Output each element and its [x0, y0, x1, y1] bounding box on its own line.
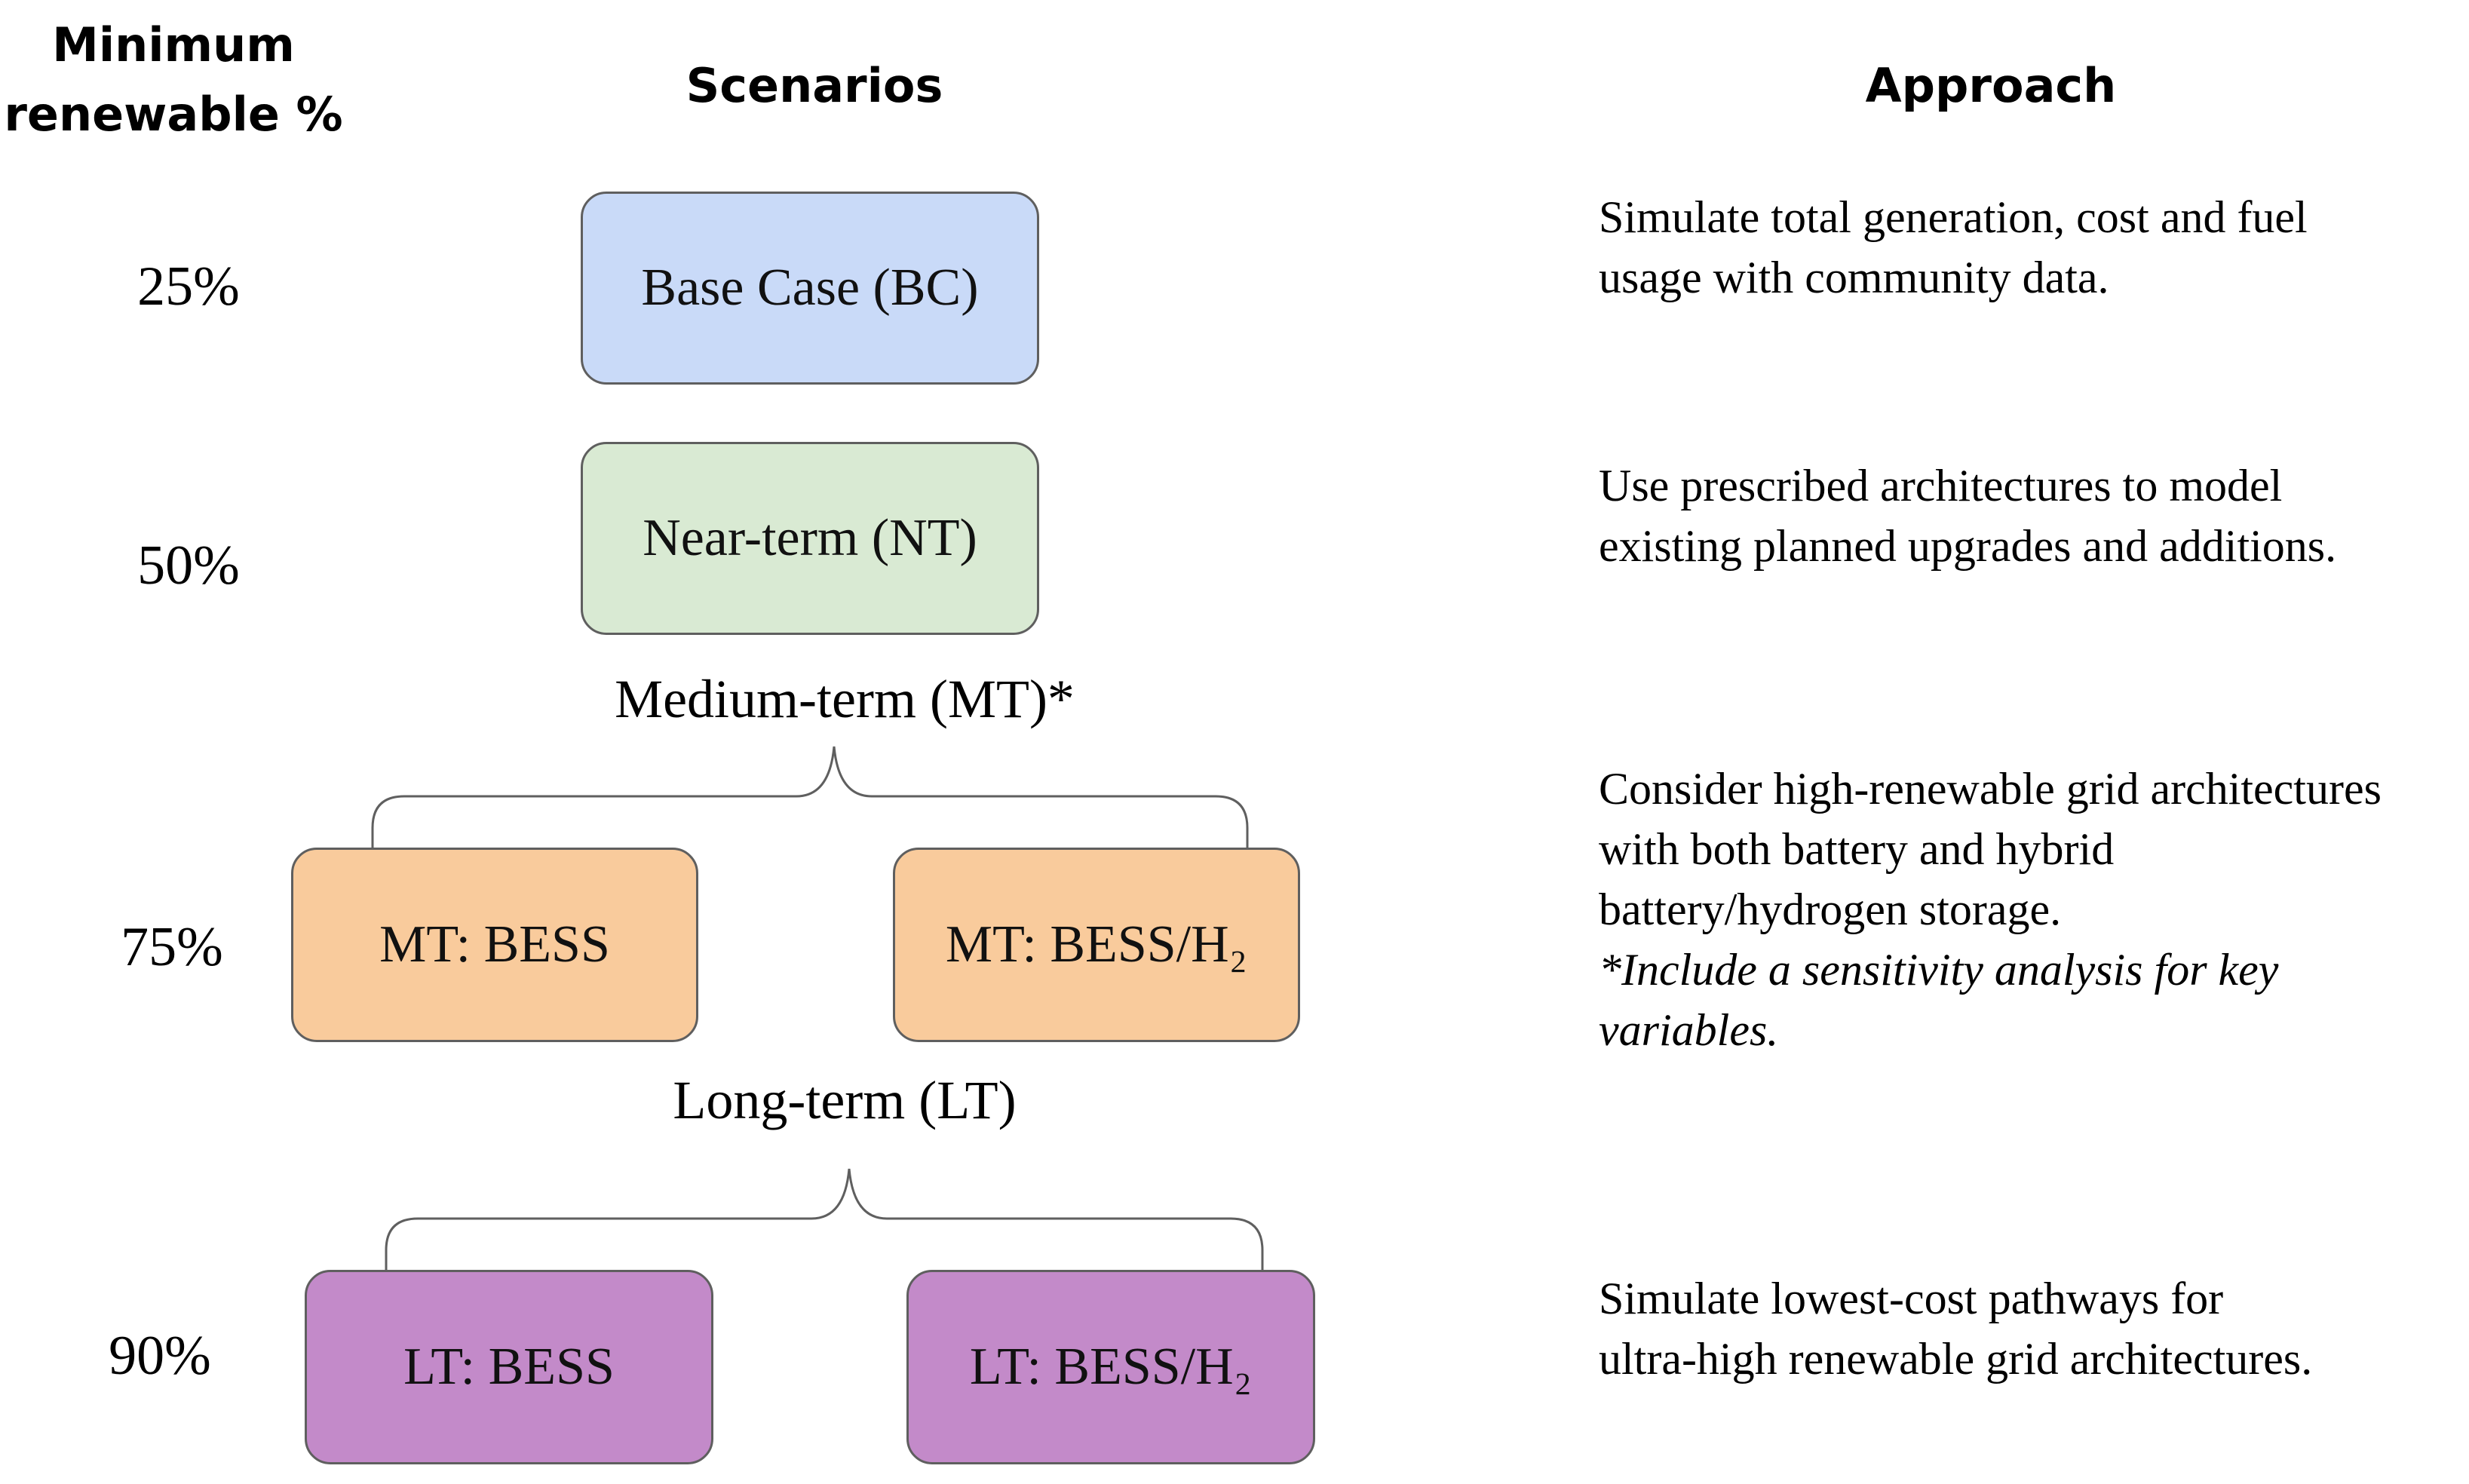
long-term-brace	[385, 1168, 1264, 1270]
medium-term-label: Medium-term (MT)*	[615, 669, 1075, 729]
lt-bess-box: LT: BESS	[305, 1270, 713, 1464]
percentage-50: 50%	[137, 535, 240, 596]
percentage-90: 90%	[109, 1325, 211, 1387]
approach-near-term-line1: Use prescribed architectures to model	[1599, 461, 2283, 511]
approach-medium-term-line1: Consider high-renewable grid architectur…	[1599, 764, 2382, 814]
approach-long-term-line1: Simulate lowest-cost pathways for	[1599, 1274, 2224, 1323]
min-renewable-header-line1: Minimum	[52, 17, 295, 72]
min-renewable-header: Minimum renewable %	[0, 11, 347, 149]
approach-medium-term-note-line2: variables.	[1599, 1005, 1779, 1055]
near-term-box: Near-term (NT)	[581, 442, 1039, 635]
approach-header: Approach	[1865, 58, 2117, 113]
base-case-box: Base Case (BC)	[581, 192, 1039, 385]
scenarios-header: Scenarios	[685, 58, 943, 113]
approach-long-term: Simulate lowest-cost pathways for ultra-…	[1599, 1268, 2312, 1389]
percentage-25: 25%	[137, 256, 240, 317]
approach-medium-term: Consider high-renewable grid architectur…	[1599, 759, 2382, 1060]
approach-long-term-line2: ultra-high renewable grid architectures.	[1599, 1334, 2313, 1384]
approach-medium-term-line2: with both battery and hybrid	[1599, 824, 2115, 874]
approach-base-case-line2: usage with community data.	[1599, 253, 2109, 302]
approach-near-term: Use prescribed architectures to model ex…	[1599, 455, 2336, 576]
approach-medium-term-note-line1: *Include a sensitivity analysis for key	[1599, 945, 2279, 995]
approach-near-term-line2: existing planned upgrades and additions.	[1599, 521, 2337, 571]
percentage-75: 75%	[121, 916, 223, 978]
approach-medium-term-line3: battery/hydrogen storage.	[1599, 885, 2062, 934]
approach-base-case: Simulate total generation, cost and fuel…	[1599, 187, 2308, 308]
lt-bess-h2-box: LT: BESS/H₂	[906, 1270, 1315, 1464]
approach-base-case-line1: Simulate total generation, cost and fuel	[1599, 192, 2308, 242]
mt-bess-box: MT: BESS	[291, 848, 698, 1042]
medium-term-brace	[371, 746, 1249, 848]
mt-bess-h2-box: MT: BESS/H₂	[893, 848, 1300, 1042]
min-renewable-header-line2: renewable %	[4, 87, 343, 142]
long-term-label: Long-term (LT)	[673, 1070, 1017, 1130]
